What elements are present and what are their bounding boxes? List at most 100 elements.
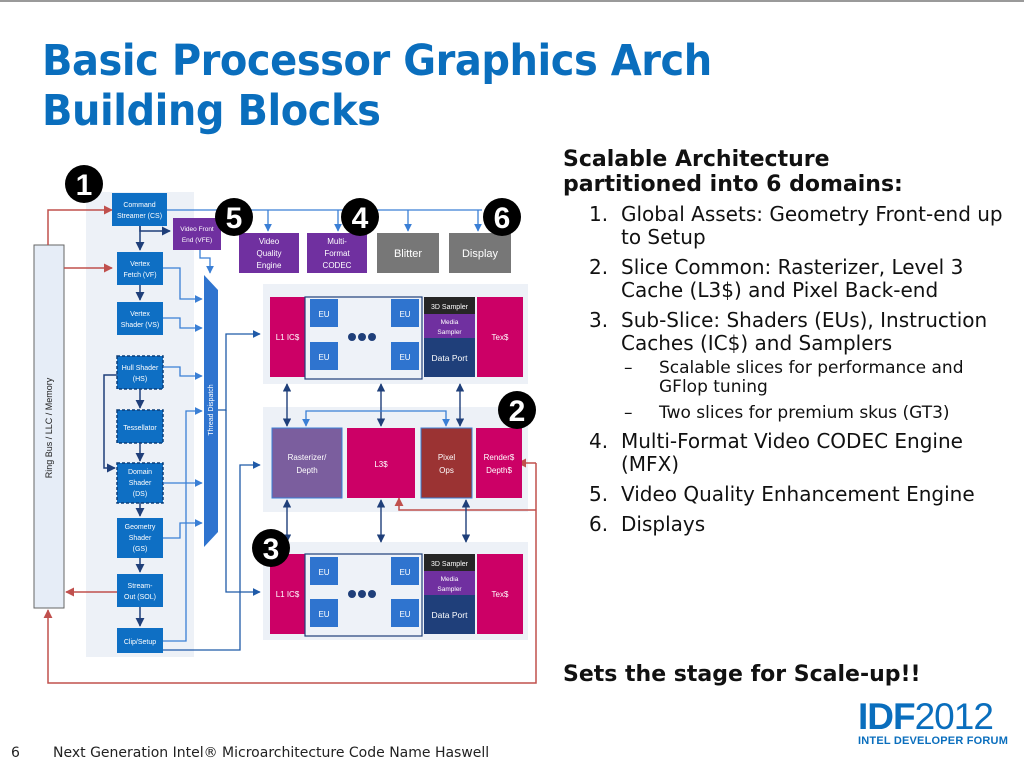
svg-text:Depth: Depth <box>296 466 317 475</box>
svg-text:Clip/Setup: Clip/Setup <box>124 639 156 646</box>
svg-text:3D Sampler: 3D Sampler <box>431 561 469 568</box>
svg-text:4: 4 <box>352 202 369 235</box>
svg-text:(DS): (DS) <box>133 491 147 498</box>
svg-text:Sampler: Sampler <box>437 586 462 593</box>
sub-list-item: –Two slices for premium skus (GT3) <box>624 403 950 423</box>
ring-bus-block <box>33 244 65 609</box>
page-number: 6 <box>11 745 20 761</box>
svg-text:Command: Command <box>123 202 155 209</box>
architecture-diagram: Ring Bus / LLC / Memory Command Streamer… <box>33 165 537 684</box>
svg-text:End (VFE): End (VFE) <box>182 237 212 244</box>
domains-list: 1.Global Assets: Geometry Front-end up t… <box>563 203 1013 536</box>
domains-panel: Scalable Architecture partitioned into 6… <box>563 147 1013 543</box>
svg-text:Display: Display <box>462 248 499 260</box>
slice-common: Rasterizer/ Depth L3$ Pixel Ops Render$ … <box>271 427 522 499</box>
svg-text:Streamer (CS): Streamer (CS) <box>117 213 162 220</box>
list-item: 4.Multi-Format Video CODEC Engine (MFX) <box>589 429 963 476</box>
svg-text:Media: Media <box>441 319 459 326</box>
stream-out-block: Stream- Out (SOL) <box>117 574 163 607</box>
vertex-fetch-block: Vertex Fetch (VF) <box>117 252 163 285</box>
svg-text:Video Front: Video Front <box>180 226 214 233</box>
svg-text:Tessellator: Tessellator <box>123 425 157 432</box>
svg-text:Pixel: Pixel <box>438 453 456 462</box>
subslice-top: L1 IC$ EU EU EU EU 3D Sampler Media Samp… <box>270 296 523 380</box>
svg-text:1: 1 <box>76 169 93 202</box>
title-line-1: Basic Processor Graphics Arch <box>42 36 712 86</box>
svg-text:Quality: Quality <box>257 249 282 258</box>
list-item: 5.Video Quality Enhancement Engine <box>589 482 975 506</box>
raster-to-pixel-arrow <box>302 410 450 427</box>
svg-text:EU: EU <box>399 610 410 619</box>
svg-text:EU: EU <box>399 310 410 319</box>
svg-text:EU: EU <box>318 310 329 319</box>
svg-text:Fetch (VF): Fetch (VF) <box>123 272 156 279</box>
svg-text:EU: EU <box>318 353 329 362</box>
svg-text:Video: Video <box>259 237 280 246</box>
tessellator-block: Tessellator <box>116 409 164 444</box>
badge-3: 3 <box>252 529 290 567</box>
list-item: 2.Slice Common: Rasterizer, Level 3 Cach… <box>589 255 964 302</box>
svg-text:Blitter: Blitter <box>394 248 422 260</box>
multi-format-codec-block: Multi- Format CODEC <box>307 233 367 273</box>
video-quality-engine-block: Video Quality Engine <box>239 233 299 273</box>
svg-text:Engine: Engine <box>257 261 282 270</box>
svg-text:Ops: Ops <box>439 466 454 475</box>
svg-text:Data Port: Data Port <box>432 353 469 363</box>
list-item: 1.Global Assets: Geometry Front-end up t… <box>589 202 1003 249</box>
svg-text:Shader (VS): Shader (VS) <box>121 322 160 329</box>
top-rule <box>0 0 1024 2</box>
footer-text: Next Generation Intel® Microarchitecture… <box>53 745 490 761</box>
svg-text:Tex$: Tex$ <box>492 333 509 342</box>
svg-text:L3$: L3$ <box>374 460 388 469</box>
subslice-bottom: L1 IC$ EU EU EU EU 3D Sampler Media Samp… <box>270 553 523 637</box>
ring-bus-label: Ring Bus / LLC / Memory <box>44 377 54 478</box>
svg-text:Tex$: Tex$ <box>492 590 509 599</box>
svg-text:Shader: Shader <box>129 480 152 487</box>
svg-text:Media: Media <box>441 576 459 583</box>
idf-logo: IDF2012 INTEL DEVELOPER FORUM <box>858 696 1008 748</box>
svg-text:Sampler: Sampler <box>437 329 462 336</box>
svg-text:(HS): (HS) <box>133 376 147 383</box>
svg-text:Vertex: Vertex <box>130 311 150 318</box>
tagline: Sets the stage for Scale-up!! <box>563 662 921 687</box>
thread-dispatch-block <box>204 275 218 547</box>
svg-text:Shader: Shader <box>129 535 152 542</box>
svg-text:Data Port: Data Port <box>432 610 469 620</box>
domain-shader-block: Domain Shader (DS) <box>116 462 164 504</box>
blitter-block: Blitter <box>377 233 439 273</box>
badge-2: 2 <box>498 391 536 429</box>
svg-text:Depth$: Depth$ <box>486 466 512 475</box>
svg-text:Geometry: Geometry <box>125 524 156 531</box>
svg-text:Multi-: Multi- <box>327 237 347 246</box>
svg-text:EU: EU <box>318 610 329 619</box>
thread-dispatch-label: Thread Dispatch <box>208 384 215 435</box>
svg-text:EU: EU <box>399 353 410 362</box>
display-block: Display <box>449 233 511 273</box>
sub-list-item: –Scalable slices for performance and GFl… <box>624 358 964 397</box>
domains-heading: Scalable Architecture partitioned into 6… <box>563 147 903 197</box>
logo-year: 2012 <box>914 696 994 737</box>
sub-list: –Scalable slices for performance and GFl… <box>621 359 1013 423</box>
svg-text:L1 IC$: L1 IC$ <box>276 590 300 599</box>
clip-setup-block: Clip/Setup <box>117 628 163 653</box>
geometry-shader-block: Geometry Shader (GS) <box>117 518 163 558</box>
svg-text:EU: EU <box>399 568 410 577</box>
render-loop-arrow <box>43 463 537 684</box>
svg-text:CODEC: CODEC <box>323 261 352 270</box>
svg-text:6: 6 <box>494 202 511 235</box>
badge-1: 1 <box>65 165 103 203</box>
dispatch-output-arrows <box>163 330 261 651</box>
svg-text:L1 IC$: L1 IC$ <box>276 333 300 342</box>
pipeline-flow-arrows <box>103 226 171 627</box>
svg-text:Domain: Domain <box>128 469 152 476</box>
svg-text:3D Sampler: 3D Sampler <box>431 304 469 311</box>
dispatch-input-arrows <box>163 243 214 642</box>
svg-text:Hull Shader: Hull Shader <box>122 365 159 372</box>
svg-text:Out (SOL): Out (SOL) <box>124 594 156 601</box>
badge-5: 5 <box>215 198 253 236</box>
svg-text:EU: EU <box>318 568 329 577</box>
svg-text:(GS): (GS) <box>133 546 148 553</box>
svg-text:Stream-: Stream- <box>128 583 154 590</box>
list-item: 6.Displays <box>589 512 706 536</box>
svg-text:2: 2 <box>509 395 526 428</box>
